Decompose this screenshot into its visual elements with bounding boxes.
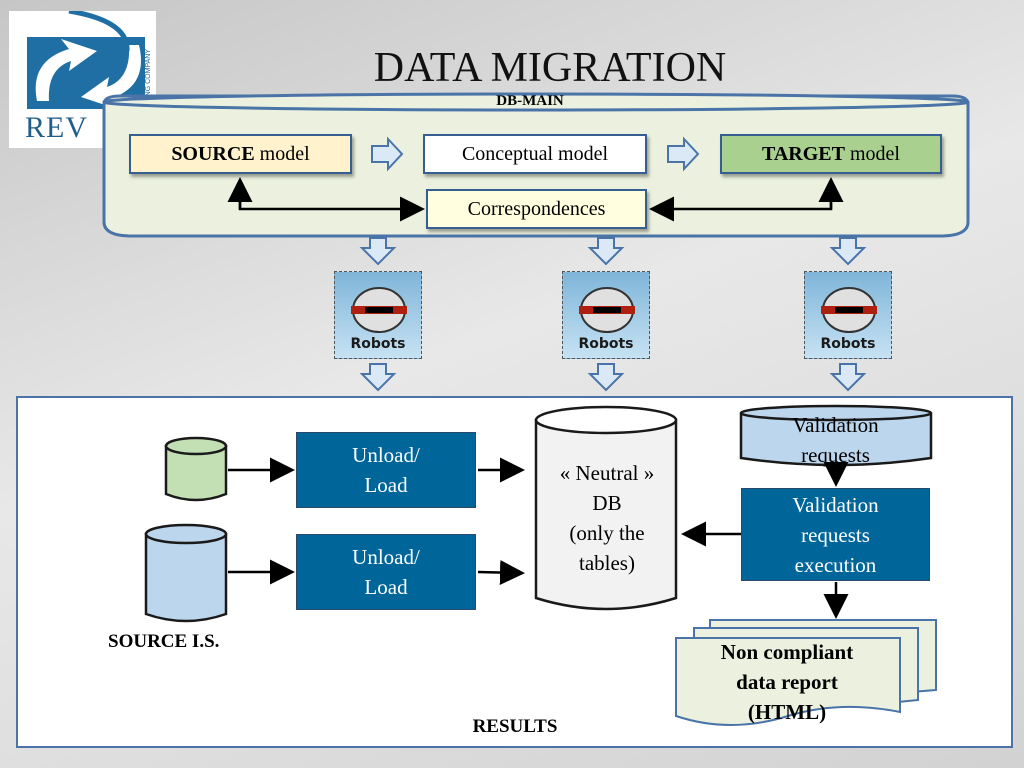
robot-head-icon xyxy=(821,287,877,333)
report-line-3: (HTML) xyxy=(747,700,827,724)
flow-arrow-1-icon xyxy=(371,136,404,172)
robots-icon-2: Robots xyxy=(562,271,650,359)
down-arrow-4-icon xyxy=(359,363,397,392)
unload-line-2: Load xyxy=(364,473,408,497)
neutral-db-cylinder xyxy=(534,405,678,611)
validation-requests-line-1: Validation xyxy=(792,413,879,437)
logo-text: REV xyxy=(25,111,88,144)
robots-label: Robots xyxy=(578,336,634,352)
down-arrow-3-icon xyxy=(829,237,867,266)
validation-requests-label: Validation requests xyxy=(741,410,930,470)
down-arrow-1-icon xyxy=(359,237,397,266)
down-arrow-5-icon xyxy=(587,363,625,392)
source-is-label: SOURCE I.S. xyxy=(108,631,220,652)
robot-head-icon xyxy=(351,287,407,333)
validation-exec-line-1: Validation xyxy=(792,492,879,517)
correspondences-box: Correspondences xyxy=(426,189,647,229)
unload-load-box-1: Unload/ Load xyxy=(296,432,476,508)
unload-load-box-2: Unload/ Load xyxy=(296,534,476,610)
neutral-db-label: « Neutral » DB (only the tables) xyxy=(537,458,677,578)
source-db-green-cylinder xyxy=(164,436,228,502)
validation-execution-box: Validation requests execution xyxy=(741,488,930,581)
robots-label: Robots xyxy=(820,336,876,352)
source-model-box: SOURCE model xyxy=(129,134,352,174)
validation-requests-cylinder xyxy=(739,404,933,467)
robots-icon-1: Robots xyxy=(334,271,422,359)
target-model-box: TARGET model xyxy=(720,134,942,174)
db-main-label: DB-MAIN xyxy=(496,93,564,109)
flow-arrow-2-icon xyxy=(667,136,700,172)
validation-exec-line-3: execution xyxy=(794,552,877,577)
source-db-blue-cylinder xyxy=(144,523,228,623)
neutral-db-line-4: tables) xyxy=(579,551,635,575)
report-line-1: Non compliant xyxy=(720,640,854,664)
report-label: Non compliant data report (HTML) xyxy=(678,637,896,727)
robot-head-icon xyxy=(579,287,635,333)
source-model-prefix: SOURCE xyxy=(171,142,255,165)
neutral-db-line-2: DB xyxy=(592,491,622,515)
results-label: RESULTS xyxy=(472,716,558,737)
unload-2-to-neutral-arrow xyxy=(477,560,525,586)
unload-line-1: Unload/ xyxy=(352,443,420,467)
source-model-suffix: model xyxy=(254,142,310,165)
target-model-prefix: TARGET xyxy=(762,142,845,165)
robots-icon-3: Robots xyxy=(804,271,892,359)
reveal-logo: REV DELING COMPANY xyxy=(9,11,156,148)
down-arrow-6-icon xyxy=(829,363,867,392)
report-line-2: data report xyxy=(736,670,838,694)
down-arrow-2-icon xyxy=(587,237,625,266)
page-title: DATA MIGRATION xyxy=(373,45,727,91)
validation-exec-line-2: requests xyxy=(801,522,870,547)
robots-label: Robots xyxy=(350,336,406,352)
unload-line-2: Load xyxy=(364,575,408,599)
report-document-stack xyxy=(675,619,937,726)
conceptual-model-box: Conceptual model xyxy=(423,134,647,174)
neutral-db-line-3: (only the xyxy=(569,521,645,545)
unload-line-1: Unload/ xyxy=(352,545,420,569)
target-model-suffix: model xyxy=(844,142,900,165)
validation-requests-line-2: requests xyxy=(801,443,870,467)
neutral-db-line-1: « Neutral » xyxy=(559,461,655,485)
